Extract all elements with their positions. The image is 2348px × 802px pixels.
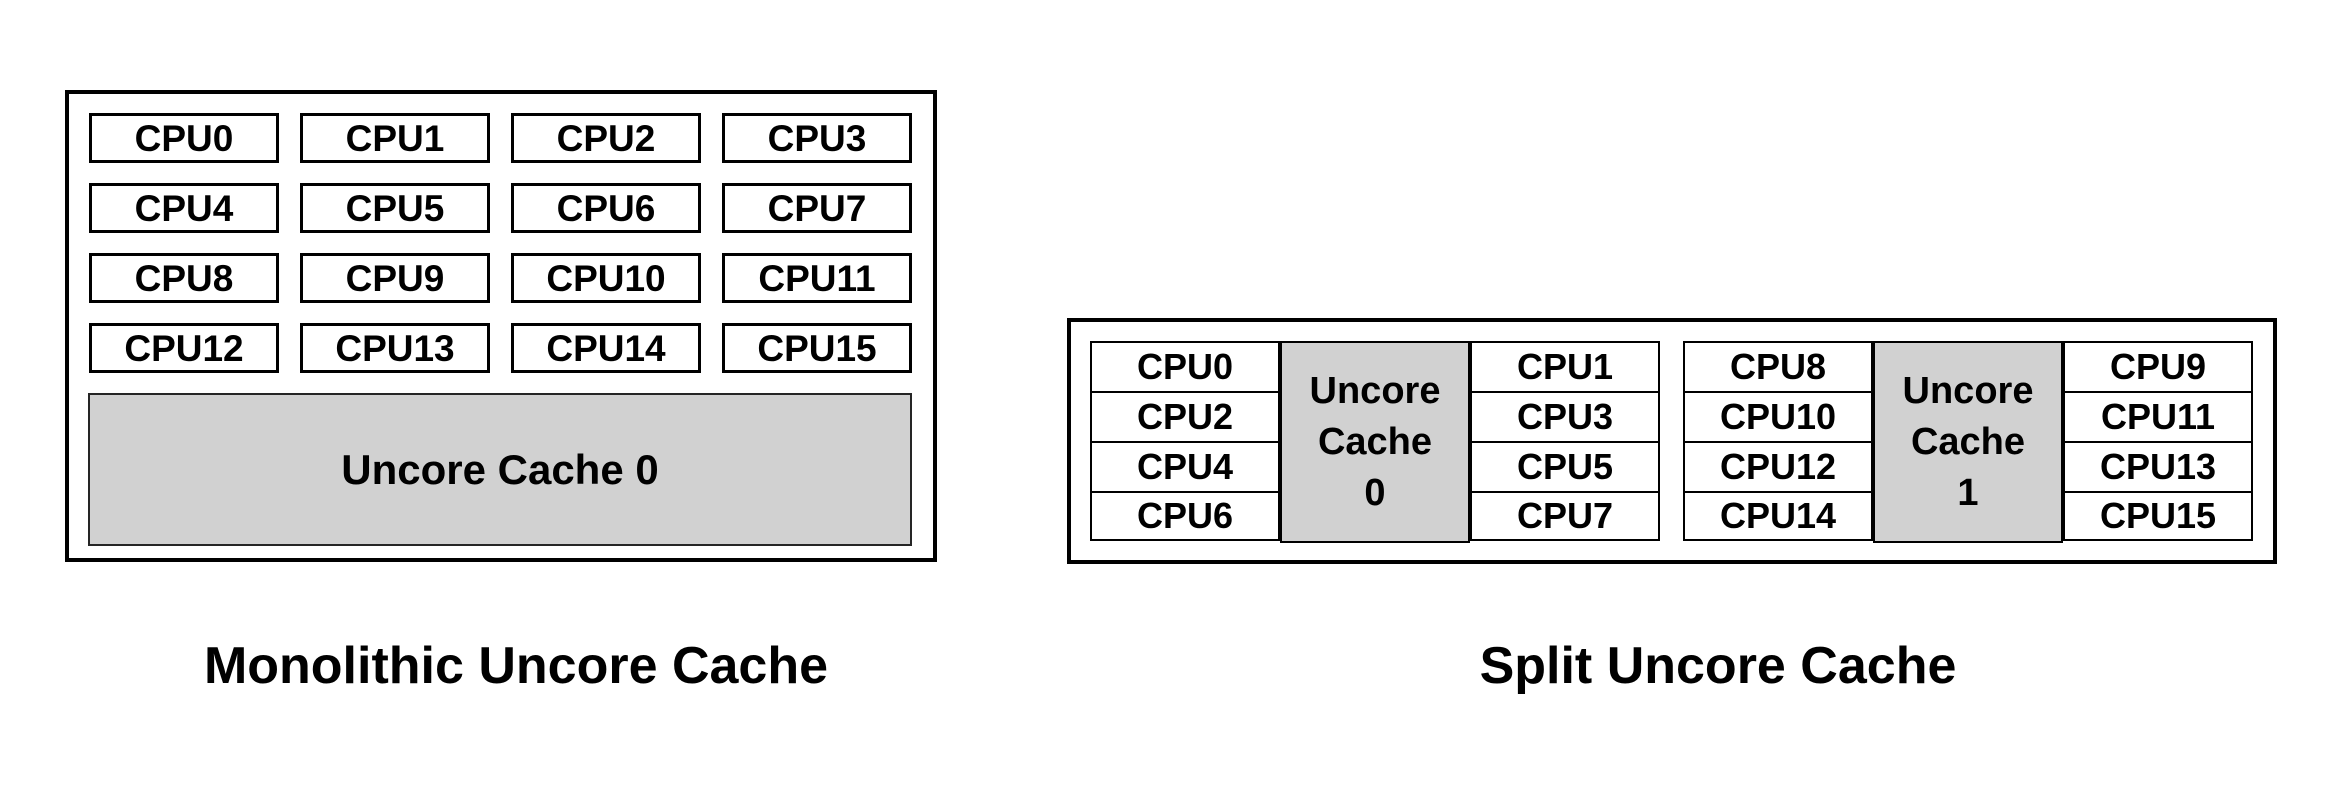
cache-line: Cache — [1317, 420, 1433, 463]
split-cpu-box-4: CPU4 — [1090, 441, 1280, 493]
cluster-0-left-cpu-column: CPU0 CPU2 CPU4 CPU6 — [1090, 341, 1280, 543]
split-uncore-cache-1-box: Uncore Cache 1 — [1873, 341, 2063, 543]
caption-monolithic: Monolithic Uncore Cache — [203, 637, 829, 695]
mono-cpu-box-15: CPU15 — [722, 323, 912, 373]
split-uncore-cache-0-box: Uncore Cache 0 — [1280, 341, 1470, 543]
mono-cpu-box-6: CPU6 — [511, 183, 701, 233]
monolithic-diagram: CPU0 CPU1 CPU2 CPU3 CPU4 CPU5 CPU6 CPU7 … — [65, 90, 937, 562]
split-cpu-box-3: CPU3 — [1470, 391, 1660, 443]
split-cluster-0: CPU0 CPU2 CPU4 CPU6 Uncore Cache 0 CPU1 … — [1090, 341, 1660, 543]
split-cpu-box-1: CPU1 — [1470, 341, 1660, 393]
mono-cpu-box-12: CPU12 — [89, 323, 279, 373]
split-cpu-box-10: CPU10 — [1683, 391, 1873, 443]
cluster-0-right-cpu-column: CPU1 CPU3 CPU5 CPU7 — [1470, 341, 1660, 543]
split-cpu-box-14: CPU14 — [1683, 491, 1873, 541]
cache-line: Uncore — [1902, 369, 2034, 412]
uncore-cache-0-box: Uncore Cache 0 — [88, 393, 912, 546]
mono-cpu-box-2: CPU2 — [511, 113, 701, 163]
mono-cpu-box-8: CPU8 — [89, 253, 279, 303]
split-cpu-box-7: CPU7 — [1470, 491, 1660, 541]
mono-cpu-box-11: CPU11 — [722, 253, 912, 303]
cache-line: Cache — [1910, 420, 2026, 463]
mono-cpu-box-9: CPU9 — [300, 253, 490, 303]
split-cpu-box-11: CPU11 — [2063, 391, 2253, 443]
mono-cpu-box-13: CPU13 — [300, 323, 490, 373]
split-cpu-box-6: CPU6 — [1090, 491, 1280, 541]
split-cpu-box-0: CPU0 — [1090, 341, 1280, 393]
mono-cpu-box-5: CPU5 — [300, 183, 490, 233]
mono-cpu-box-3: CPU3 — [722, 113, 912, 163]
caption-split: Split Uncore Cache — [1479, 637, 1957, 695]
split-cpu-box-13: CPU13 — [2063, 441, 2253, 493]
mono-cpu-box-4: CPU4 — [89, 183, 279, 233]
split-cluster-1: CPU8 CPU10 CPU12 CPU14 Uncore Cache 1 CP… — [1683, 341, 2253, 543]
split-cpu-box-15: CPU15 — [2063, 491, 2253, 541]
cluster-1-right-cpu-column: CPU9 CPU11 CPU13 CPU15 — [2063, 341, 2253, 543]
cache-line: 1 — [1957, 471, 1979, 514]
split-cpu-box-12: CPU12 — [1683, 441, 1873, 493]
mono-cpu-box-7: CPU7 — [722, 183, 912, 233]
split-cpu-box-9: CPU9 — [2063, 341, 2253, 393]
split-diagram: CPU0 CPU2 CPU4 CPU6 Uncore Cache 0 CPU1 … — [1067, 318, 2277, 564]
split-cpu-box-8: CPU8 — [1683, 341, 1873, 393]
cluster-1-left-cpu-column: CPU8 CPU10 CPU12 CPU14 — [1683, 341, 1873, 543]
mono-cpu-box-0: CPU0 — [89, 113, 279, 163]
cache-line: 0 — [1364, 471, 1386, 514]
mono-cpu-box-1: CPU1 — [300, 113, 490, 163]
split-cpu-box-2: CPU2 — [1090, 391, 1280, 443]
split-cpu-box-5: CPU5 — [1470, 441, 1660, 493]
mono-cpu-box-10: CPU10 — [511, 253, 701, 303]
monolithic-cpu-grid: CPU0 CPU1 CPU2 CPU3 CPU4 CPU5 CPU6 CPU7 … — [89, 113, 912, 373]
cache-line: Uncore — [1309, 369, 1441, 412]
mono-cpu-box-14: CPU14 — [511, 323, 701, 373]
